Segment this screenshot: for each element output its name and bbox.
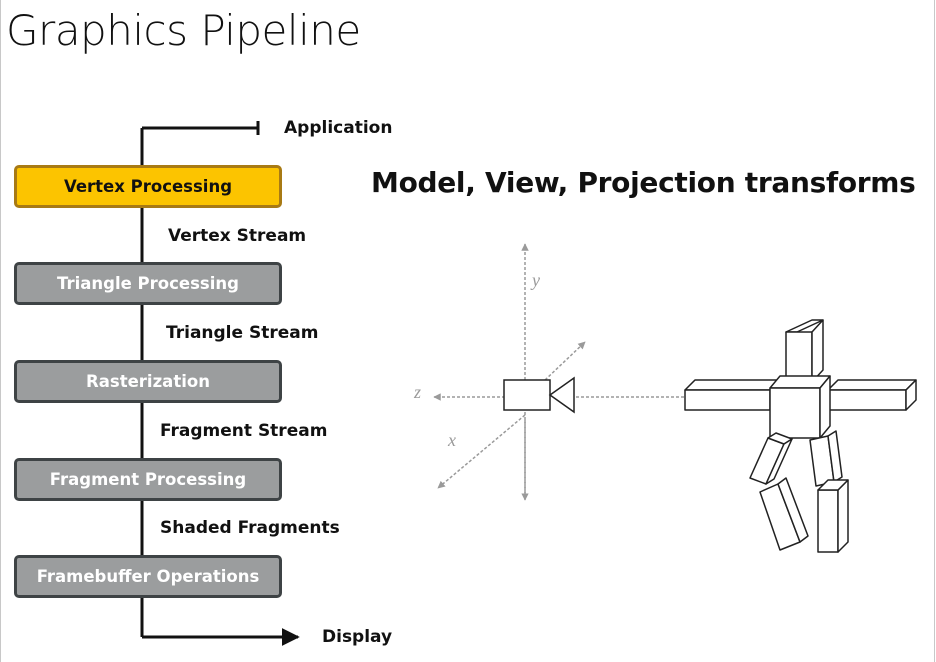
stage-rasterization[interactable]: Rasterization — [14, 360, 282, 403]
z-axis-label: z — [413, 382, 421, 402]
stream-label-vertex: Vertex Stream — [168, 226, 307, 246]
stream-label-fragment: Fragment Stream — [160, 421, 328, 441]
stream-label-triangle: Triangle Stream — [166, 323, 319, 343]
y-axis-label: y — [530, 270, 540, 290]
stage-vertex-processing[interactable]: Vertex Processing — [14, 165, 282, 208]
stage-framebuffer-operations[interactable]: Framebuffer Operations — [14, 555, 282, 598]
subtitle: Model, View, Projection transforms — [371, 166, 916, 199]
x-axis-line — [437, 414, 526, 489]
display-label: Display — [322, 627, 393, 647]
coordinate-axes — [433, 243, 688, 501]
frame-edge-right — [934, 0, 935, 662]
stage-fragment-processing[interactable]: Fragment Processing — [14, 458, 282, 501]
frame-edge-left — [0, 0, 1, 662]
robot-model-icon — [684, 319, 917, 553]
application-label: Application — [284, 118, 393, 138]
camera-icon — [503, 376, 575, 414]
x-axis-label: x — [447, 430, 456, 450]
stream-label-shaded: Shaded Fragments — [160, 518, 340, 538]
x-axis-neg-line — [544, 341, 586, 381]
slide-title: Graphics Pipeline — [6, 6, 361, 55]
stage-triangle-processing[interactable]: Triangle Processing — [14, 262, 282, 305]
